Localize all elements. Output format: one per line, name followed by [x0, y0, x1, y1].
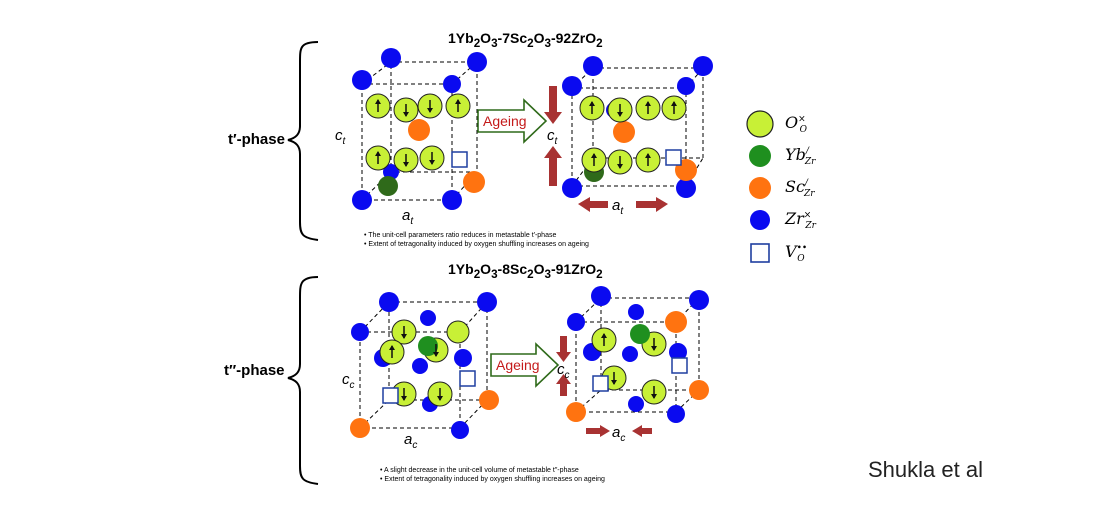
bullets-bottom: A slight decrease in the unit-cell volum…: [380, 466, 605, 484]
unit-cell-bottom-left: cc ac: [342, 292, 499, 451]
legend: O×O Yb/Zr Sc/Zr Zr×Zr V••O: [745, 108, 865, 270]
yb-circle-icon: [749, 145, 771, 167]
label-cc: cc: [342, 371, 355, 391]
top-composition-title: 1Yb2O3-7Sc2O3-92ZrO2: [448, 30, 603, 50]
bottom-composition-title: 1Yb2O3-8Sc2O3-91ZrO2: [448, 261, 603, 281]
label-at-right: at: [612, 197, 624, 217]
label-ac: ac: [404, 431, 417, 451]
legend-item-yb: Yb/Zr: [745, 140, 865, 172]
arrow-down-icon: [556, 336, 571, 362]
bullet-item: The unit-cell parameters ratio reduces i…: [364, 231, 589, 240]
arrow-up-icon: [556, 374, 571, 396]
label-cc-right: cc: [557, 361, 570, 381]
unit-cell-bottom-right: cc ac: [556, 286, 709, 444]
phase-label-bottom: t″-phase: [224, 362, 285, 379]
bullets-top: The unit-cell parameters ratio reduces i…: [364, 231, 589, 249]
bullet-item: A slight decrease in the unit-cell volum…: [380, 466, 605, 475]
legend-item-zr: Zr×Zr: [745, 204, 865, 236]
label-ct: ct: [335, 127, 347, 147]
brace-bottom: [287, 276, 319, 485]
legend-item-sc: Sc/Zr: [745, 172, 865, 204]
svg-text:Ageing: Ageing: [483, 113, 527, 129]
unit-cell-top-left: ct at: [335, 48, 487, 227]
ageing-arrow-bottom: Ageing: [490, 342, 560, 388]
arrow-down-icon: [544, 86, 562, 124]
vacancy-square-icon: [750, 243, 770, 263]
label-at: at: [402, 207, 414, 227]
legend-item-vacancy: V••O: [745, 236, 865, 270]
label-ac-right: ac: [612, 424, 625, 444]
ageing-arrow-top: Ageing: [477, 98, 548, 144]
sc-circle-icon: [749, 177, 771, 199]
bullet-item: Extent of tetragonality induced by oxyge…: [380, 475, 605, 484]
zr-circle-icon: [750, 210, 770, 230]
arrow-right-icon: [586, 425, 610, 437]
phase-label-top: t′-phase: [228, 131, 285, 148]
credit-text: Shukla et al: [868, 457, 983, 482]
unit-cell-top-right: ct at: [544, 56, 713, 217]
bullet-item: Extent of tetragonality induced by oxyge…: [364, 240, 589, 249]
label-ct-right: ct: [547, 127, 559, 147]
oxygen-circle-icon: [746, 110, 774, 138]
svg-text:Ageing: Ageing: [496, 357, 540, 373]
brace-top: [287, 41, 319, 241]
arrow-left-icon: [632, 425, 652, 437]
arrow-left-icon: [578, 197, 608, 212]
legend-item-oxygen: O×O: [745, 108, 865, 140]
arrow-up-icon: [544, 146, 562, 186]
arrow-right-icon: [636, 197, 668, 212]
